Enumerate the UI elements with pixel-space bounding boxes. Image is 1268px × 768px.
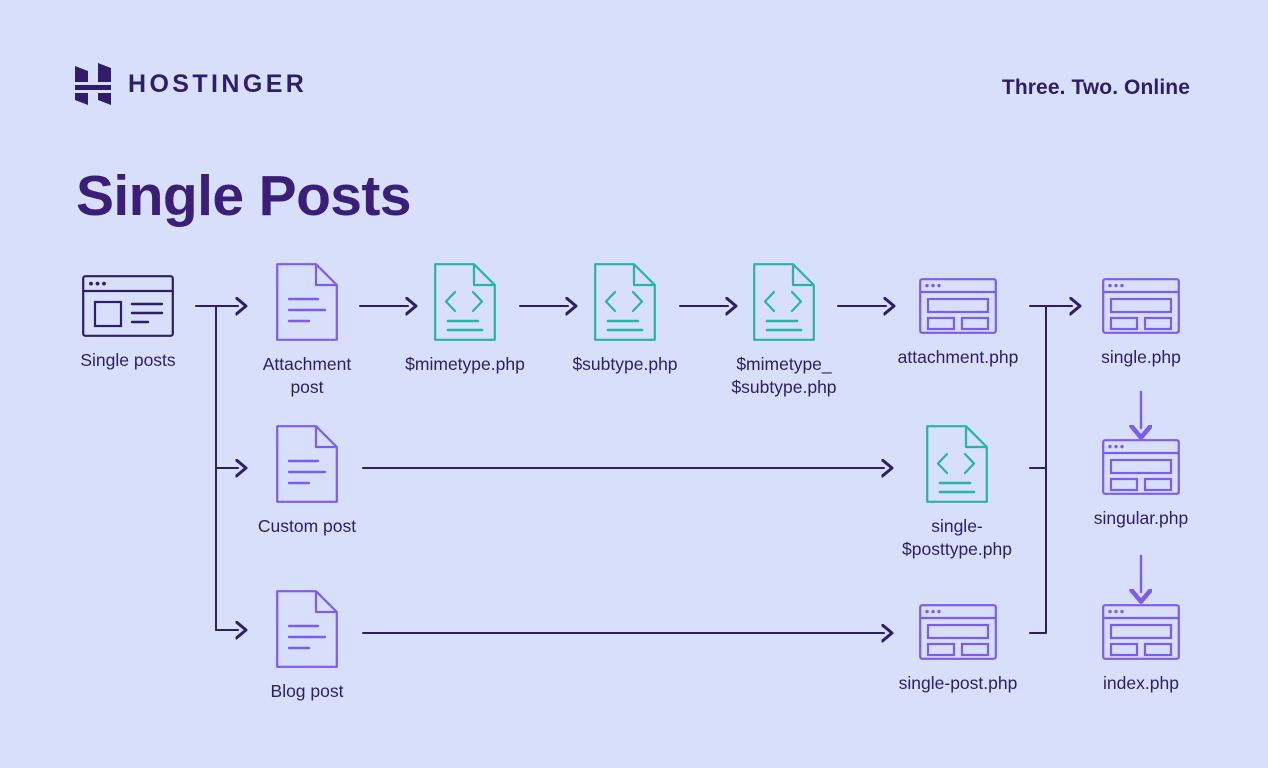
node-label: $mimetype.php <box>405 354 525 374</box>
node-label: $mimetype_ $subtype.php <box>731 354 837 398</box>
page-title: Single Posts <box>76 164 411 228</box>
node-index-php[interactable]: index.php <box>1076 604 1206 695</box>
browser-window-navy-icon <box>82 275 174 337</box>
code-file-teal-icon <box>434 263 496 341</box>
node-mimetype-php[interactable]: $mimetype.php <box>405 263 525 376</box>
node-label: Blog post <box>270 681 344 701</box>
hostinger-logo-icon <box>75 63 111 105</box>
node-subtype-php[interactable]: $subtype.php <box>565 263 685 376</box>
node-label: Custom post <box>257 516 357 536</box>
node-mimetype-subtype-php[interactable]: $mimetype_ $subtype.php <box>719 263 849 400</box>
node-single-post-php[interactable]: single-post.php <box>888 604 1028 695</box>
node-label: $subtype.php <box>572 354 678 374</box>
code-file-teal-icon <box>594 263 656 341</box>
code-file-teal-icon <box>753 263 815 341</box>
document-file-purple-icon <box>276 590 338 668</box>
browser-window-purple-icon <box>1102 278 1180 334</box>
node-singular-php[interactable]: singular.php <box>1076 439 1206 530</box>
browser-window-purple-icon <box>1102 439 1180 495</box>
node-label: singular.php <box>1093 508 1189 528</box>
node-label: Attachment post <box>262 354 352 398</box>
node-blog-post[interactable]: Blog post <box>247 590 367 703</box>
node-single-posts[interactable]: Single posts <box>68 275 188 372</box>
node-custom-post[interactable]: Custom post <box>247 425 367 538</box>
document-file-purple-icon <box>276 263 338 341</box>
edge-branch-bus <box>195 306 238 630</box>
brand-name: HOSTINGER <box>128 69 308 98</box>
node-single-posttype-php[interactable]: single- $posttype.php <box>891 425 1023 562</box>
code-file-teal-icon <box>926 425 988 503</box>
browser-window-purple-icon <box>919 604 997 660</box>
node-single-php[interactable]: single.php <box>1076 278 1206 369</box>
brand-lockup: HOSTINGER <box>75 63 307 105</box>
node-label: Single posts <box>80 350 176 370</box>
node-label: index.php <box>1103 673 1179 693</box>
browser-window-purple-icon <box>1102 604 1180 660</box>
edge-merge-bus <box>1029 306 1072 634</box>
node-label: single- $posttype.php <box>902 516 1012 560</box>
node-label: single.php <box>1101 347 1181 367</box>
node-attachment-post[interactable]: Attachment post <box>247 263 367 400</box>
tagline: Three. Two. Online <box>1001 76 1190 99</box>
node-attachment-php[interactable]: attachment.php <box>888 278 1028 369</box>
document-file-purple-icon <box>276 425 338 503</box>
node-label: attachment.php <box>897 347 1019 367</box>
browser-window-purple-icon <box>919 278 997 334</box>
node-label: single-post.php <box>898 673 1018 693</box>
